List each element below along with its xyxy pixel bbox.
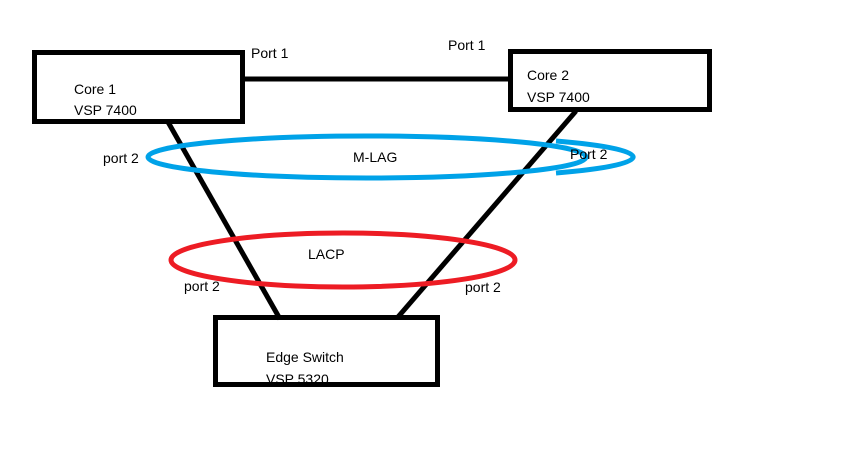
edge-switch-name-label: Edge Switch <box>266 349 344 365</box>
core1-name-label: Core 1 <box>74 81 116 97</box>
core1-model-label: VSP 7400 <box>74 102 137 118</box>
core2-port2-label: Port 2 <box>570 146 608 162</box>
core2-name-label: Core 2 <box>527 67 569 83</box>
edge-port2-left-label: port 2 <box>184 278 220 294</box>
edge-switch-model-label: VSP 5320 <box>266 371 329 387</box>
edge-port2-right-label: port 2 <box>465 279 501 295</box>
edge-switch-node-box <box>213 315 440 387</box>
mlag-group-ellipse <box>145 133 589 181</box>
lacp-group-ellipse <box>168 230 518 290</box>
core2-model-label: VSP 7400 <box>527 89 590 105</box>
core2-port1-label: Port 1 <box>448 37 486 53</box>
core1-port1-label: Port 1 <box>251 45 289 61</box>
core1-node-box <box>32 50 245 124</box>
mlag-group-ellipse-right-cap <box>555 138 636 176</box>
mlag-group-label: M-LAG <box>353 149 397 165</box>
lacp-group-label: LACP <box>308 246 345 262</box>
core1-port2-label: port 2 <box>103 150 139 166</box>
core2-node-box <box>508 49 712 112</box>
